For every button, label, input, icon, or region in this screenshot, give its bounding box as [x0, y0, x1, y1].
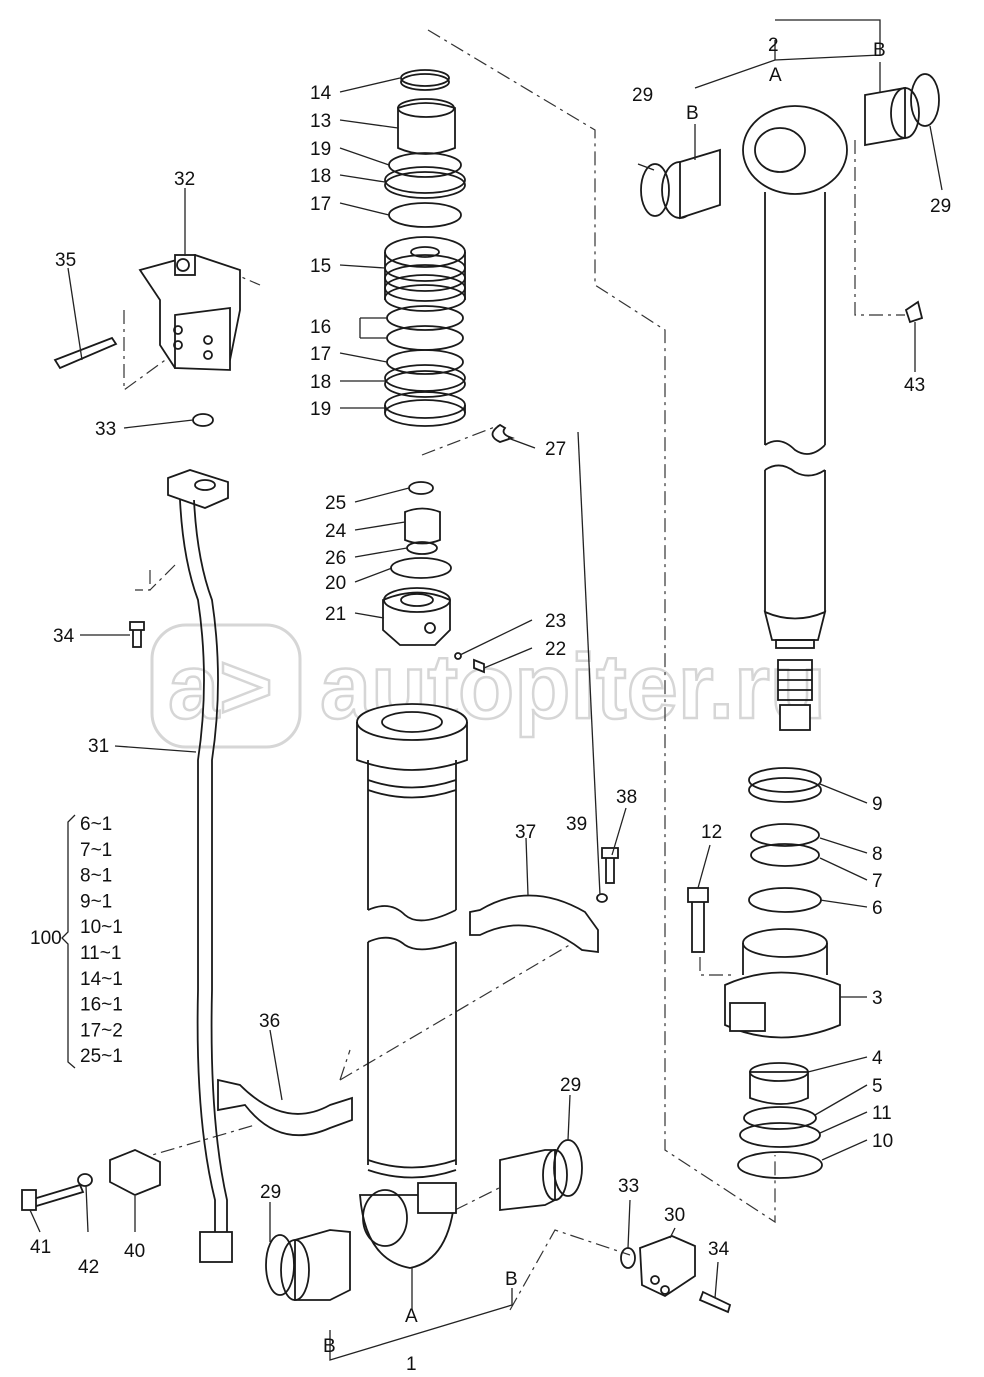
label-29-bottom-right: 29 [560, 1075, 581, 1096]
label-29-top-right: 29 [930, 196, 951, 217]
label-30: 30 [664, 1205, 685, 1226]
piston-seals [382, 69, 515, 674]
label-100: 100 [30, 928, 62, 949]
kit-list-item: 16~1 [80, 995, 123, 1016]
label-8: 8 [872, 844, 883, 865]
kit-list-item: 6~1 [80, 814, 112, 835]
label-29-top-left: 29 [632, 85, 653, 106]
label-35: 35 [55, 250, 76, 271]
watermark-logo: a> [168, 636, 273, 738]
label-7: 7 [872, 871, 883, 892]
label-B-top-right: B [873, 40, 886, 61]
gland-parts [687, 767, 841, 1179]
label-A-top: A [769, 65, 782, 86]
piston-rod [640, 73, 940, 731]
label-20: 20 [325, 573, 346, 594]
kit-list-item: 17~2 [80, 1020, 123, 1041]
label-41: 41 [30, 1237, 51, 1258]
label-34b: 34 [708, 1239, 730, 1260]
label-4: 4 [872, 1048, 883, 1069]
callout-labels: 14 13 19 18 17 15 16 17 18 19 27 25 24 2… [30, 35, 951, 1375]
label-33b: 33 [618, 1176, 639, 1197]
kit-list-item: 10~1 [80, 917, 123, 938]
label-33: 33 [95, 419, 116, 440]
label-6: 6 [872, 898, 883, 919]
label-27: 27 [545, 439, 566, 460]
label-21: 21 [325, 604, 346, 625]
label-23: 23 [545, 611, 566, 632]
label-B-bottom-right: B [505, 1269, 518, 1290]
label-17: 17 [310, 194, 331, 215]
label-12: 12 [701, 822, 722, 843]
label-32: 32 [174, 169, 195, 190]
label-1: 1 [406, 1354, 417, 1375]
clamps-and-bolts [21, 847, 732, 1314]
kit-list-item: 7~1 [80, 840, 112, 861]
label-24: 24 [325, 521, 347, 542]
kit-list-item: 14~1 [80, 969, 123, 990]
label-5: 5 [872, 1076, 883, 1097]
label-2: 2 [768, 35, 779, 56]
label-39: 39 [566, 814, 587, 835]
label-37: 37 [515, 822, 536, 843]
label-3: 3 [872, 988, 883, 1009]
kit-list-item: 8~1 [80, 866, 112, 887]
watermark: a> autopiter.ru [150, 623, 827, 749]
label-11: 11 [872, 1103, 892, 1124]
valve-and-pipe [53, 254, 241, 1263]
label-10: 10 [872, 1131, 893, 1152]
label-19: 19 [310, 139, 331, 160]
label-36: 36 [259, 1011, 280, 1032]
label-34: 34 [53, 626, 75, 647]
label-13: 13 [310, 111, 331, 132]
kit-list-item: 25~1 [80, 1046, 123, 1067]
label-38: 38 [616, 787, 637, 808]
label-16: 16 [310, 317, 331, 338]
label-40: 40 [124, 1241, 145, 1262]
label-A-bottom: A [405, 1306, 418, 1327]
bushings-bottom [265, 1139, 583, 1301]
leader-lines [29, 19, 943, 1361]
label-43: 43 [904, 375, 925, 396]
label-14: 14 [310, 83, 332, 104]
label-18: 18 [310, 166, 331, 187]
label-18b: 18 [310, 372, 331, 393]
kit-list: 6~1 7~1 8~1 9~1 10~1 11~1 14~1 16~1 17~2 25~1 [80, 814, 123, 1067]
kit-list-item: 11~1 [80, 943, 121, 964]
label-26: 26 [325, 548, 346, 569]
label-42: 42 [78, 1257, 99, 1278]
label-15: 15 [310, 256, 331, 277]
label-17b: 17 [310, 344, 331, 365]
kit-list-item: 9~1 [80, 891, 112, 912]
label-31: 31 [88, 736, 109, 757]
label-22: 22 [545, 639, 566, 660]
label-B-top-left: B [686, 103, 699, 124]
label-29-bottom-left: 29 [260, 1182, 281, 1203]
label-25: 25 [325, 493, 346, 514]
assembly-lines [123, 29, 905, 1311]
label-B-bottom-left: B [323, 1336, 336, 1357]
label-19b: 19 [310, 399, 331, 420]
label-9: 9 [872, 794, 883, 815]
cylinder-tube [356, 703, 468, 1269]
